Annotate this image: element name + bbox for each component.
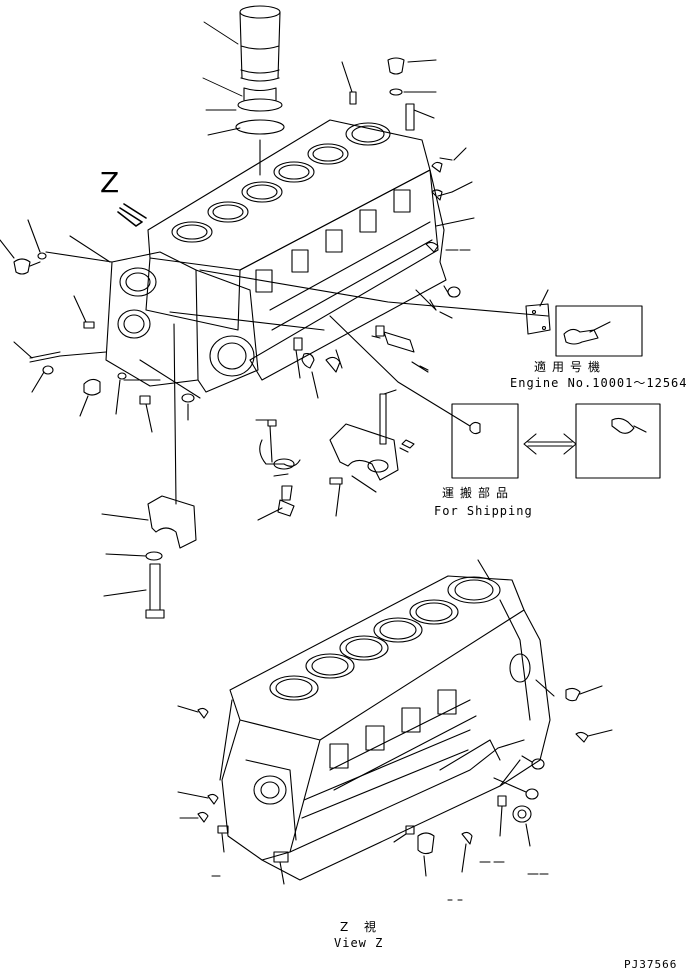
engine-note-en: Engine No.10001～12564 — [510, 376, 688, 390]
view-caption-jp: Z 視 — [340, 920, 383, 934]
view-caption-en: View Z — [334, 936, 384, 950]
view-marker-z: Z — [100, 166, 120, 199]
cylinder-liner — [235, 5, 285, 176]
shipping-note-jp: 運搬部品 — [442, 486, 515, 500]
front-plate — [105, 251, 259, 393]
shipping-note-en: For Shipping — [434, 504, 533, 518]
cylinder-block-upper — [145, 119, 447, 381]
bearing-cap-center — [255, 419, 301, 521]
cylinder-block-view-z — [219, 575, 551, 881]
bearing-cap-left — [101, 495, 197, 619]
engine-note-jp: 適用号機 — [534, 360, 607, 374]
drawing-number: PJ37566 — [624, 958, 678, 971]
bearing-cap-right — [329, 389, 415, 517]
